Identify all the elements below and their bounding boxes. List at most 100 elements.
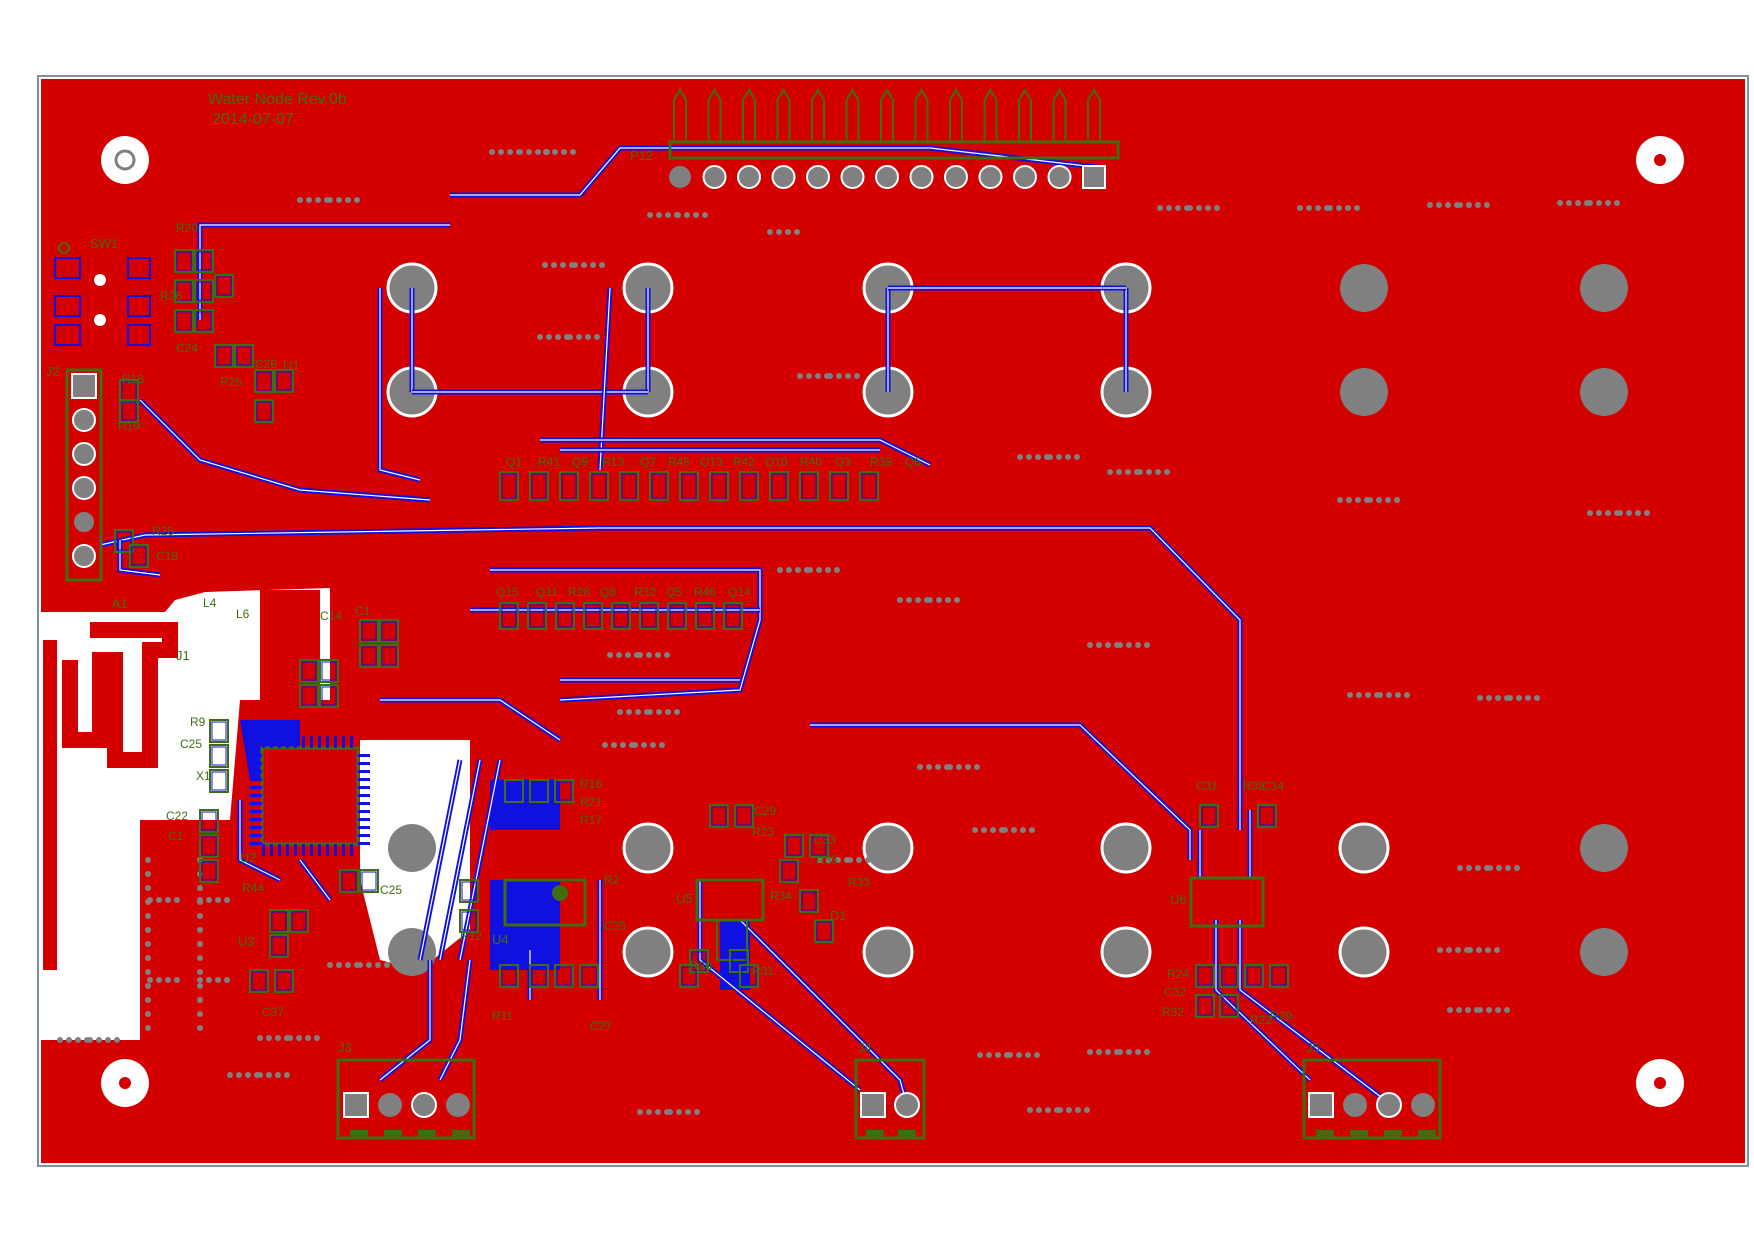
mcu-pin	[358, 826, 370, 829]
via	[197, 913, 203, 919]
relay-pad	[1580, 264, 1628, 312]
via	[776, 229, 782, 235]
smd-footprint	[174, 249, 194, 273]
via	[1505, 865, 1511, 871]
component-label: C31	[1196, 779, 1218, 793]
via	[1175, 205, 1181, 211]
trace-core	[1215, 920, 1311, 1081]
via	[945, 597, 951, 603]
smd-pad	[201, 836, 217, 856]
via	[197, 885, 203, 891]
via	[865, 857, 871, 863]
via	[854, 373, 860, 379]
smd-footprint	[814, 919, 834, 943]
smd-footprint	[274, 369, 294, 393]
via	[1476, 947, 1482, 953]
via	[995, 1052, 1001, 1058]
via	[1057, 1107, 1063, 1113]
via	[1034, 1052, 1040, 1058]
mcu-pin	[326, 844, 329, 856]
via	[366, 962, 372, 968]
via	[354, 197, 360, 203]
via	[1635, 510, 1641, 516]
smd-footprint	[784, 834, 804, 858]
smd-pad	[211, 721, 227, 741]
via	[1025, 1052, 1031, 1058]
header-pin	[944, 165, 968, 189]
component-label: Q3	[835, 455, 851, 469]
via	[594, 334, 600, 340]
via	[777, 567, 783, 573]
via	[1475, 865, 1481, 871]
component-label: R18	[122, 372, 144, 386]
via	[1626, 510, 1632, 516]
smd-footprint	[559, 471, 579, 501]
via	[145, 885, 151, 891]
header-pin-outline	[983, 88, 998, 142]
smd-pad	[196, 251, 212, 271]
via	[1394, 497, 1400, 503]
component-label: R25	[220, 375, 242, 389]
component-label: R12	[460, 929, 482, 943]
via	[1135, 1049, 1141, 1055]
via	[637, 1109, 643, 1115]
trace-core	[380, 699, 561, 741]
via	[517, 149, 523, 155]
via	[1146, 469, 1152, 475]
chip-u4	[503, 878, 587, 927]
component-label: R24	[1167, 967, 1189, 981]
smd-footprint	[214, 274, 234, 298]
header-pin	[909, 165, 934, 189]
via	[236, 1072, 242, 1078]
header-pin-outline	[707, 88, 722, 142]
via	[795, 567, 801, 573]
smd-footprint	[269, 934, 289, 958]
mcu-pin	[302, 736, 305, 748]
label-u1: U1	[283, 358, 300, 373]
smd-pad	[501, 966, 517, 986]
via	[1614, 200, 1620, 206]
smd-pad	[741, 966, 757, 986]
component-label: Q1	[506, 455, 522, 469]
relay-pad	[1338, 822, 1390, 874]
via	[275, 1035, 281, 1041]
smd-pad	[216, 276, 232, 296]
via	[206, 897, 212, 903]
via	[655, 652, 661, 658]
header-pin	[875, 165, 899, 189]
smd-pad	[176, 251, 192, 271]
via	[1557, 200, 1563, 206]
chip-u6	[1189, 876, 1265, 928]
smd-footprint	[319, 684, 339, 708]
via	[1007, 1052, 1013, 1058]
via	[835, 857, 841, 863]
via	[1135, 642, 1141, 648]
via	[542, 262, 548, 268]
via	[1016, 1052, 1022, 1058]
smd-pad	[361, 621, 377, 641]
trace-core	[439, 959, 471, 1081]
smd-pad	[216, 346, 232, 366]
via	[1587, 510, 1593, 516]
via	[1495, 1007, 1501, 1013]
mcu-pin	[250, 802, 262, 805]
trace-core	[239, 800, 281, 881]
mcu-pin	[294, 844, 297, 856]
via	[1214, 205, 1220, 211]
via	[816, 567, 822, 573]
smd-footprint	[129, 544, 149, 568]
mcu-pin	[342, 844, 345, 856]
smd-pad	[461, 881, 477, 901]
via	[537, 334, 543, 340]
via	[345, 962, 351, 968]
smd-pad	[736, 806, 752, 826]
smd-footprint	[555, 602, 575, 630]
via	[145, 969, 151, 975]
mcu-pin	[270, 736, 273, 748]
via	[315, 197, 321, 203]
via	[156, 977, 162, 983]
bottom-fill	[490, 780, 560, 830]
smd-pad	[361, 646, 377, 666]
via	[665, 212, 671, 218]
